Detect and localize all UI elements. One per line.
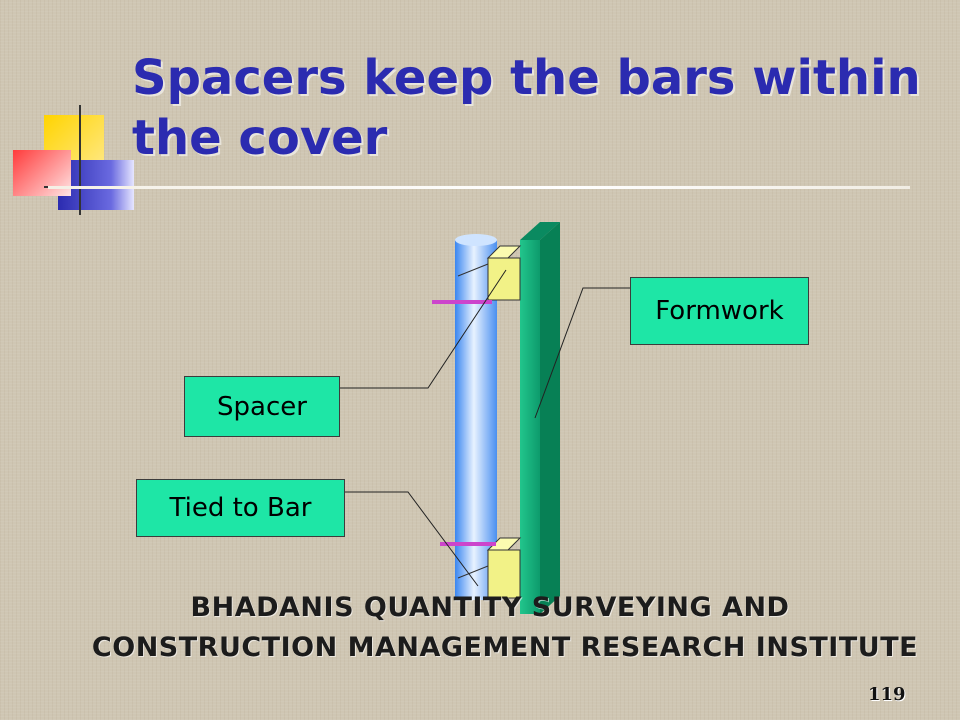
footer-line-1: BHADANIS QUANTITY SURVEYING AND [190,592,790,623]
formwork-top [520,222,560,240]
title-underline [48,186,910,189]
tied-leader-line [345,491,479,587]
footer-line-2: CONSTRUCTION MANAGEMENT RESEARCH INSTITU… [91,632,919,663]
spacer-block-upper [486,245,522,301]
page-number: 119 [868,684,906,705]
slide-title: Spacers keep the bars within the cover [132,50,921,166]
formwork-label-text: Formwork [655,296,784,326]
spacer-label-text: Spacer [217,391,307,422]
spacer-leader-line [340,269,507,389]
formwork-leader-line [534,287,630,419]
tied-to-bar-label: Tied to Bar [136,479,345,537]
spacer-block-lower [486,537,522,599]
bar-tick [457,565,489,579]
formwork-face [520,240,540,614]
bar-tick [457,263,489,277]
formwork-panel [520,222,560,614]
tied-to-bar-label-text: Tied to Bar [169,493,312,523]
formwork-side [540,222,560,614]
formwork-label: Formwork [630,277,809,345]
spacer-label: Spacer [184,376,340,437]
bar-top [455,234,497,246]
logo-vertical-line [79,105,81,215]
